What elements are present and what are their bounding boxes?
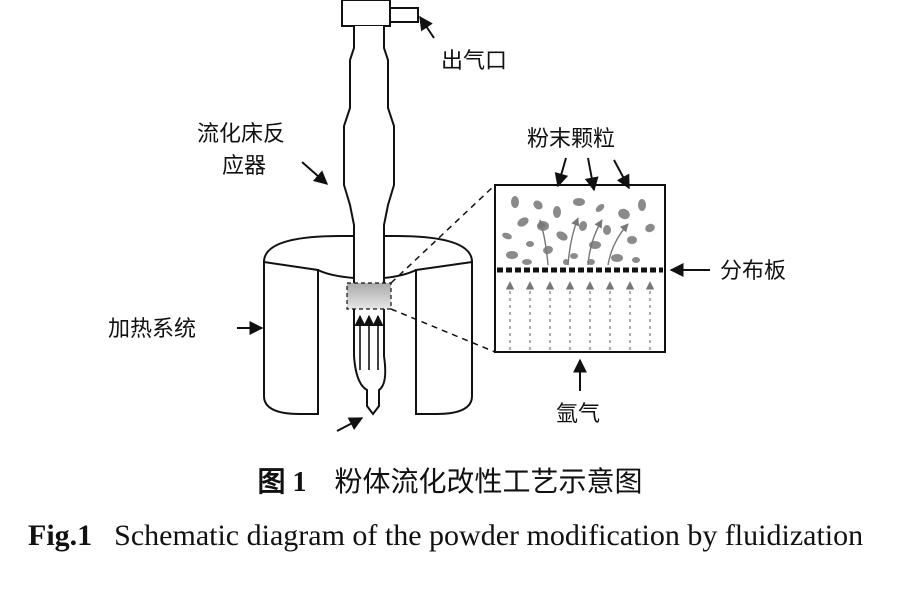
caption-figure-number-en: Fig.1 <box>28 519 93 552</box>
heating-label: 加热系统 <box>108 317 196 342</box>
caption-title-en: Schematic diagram of the powder modifica… <box>114 519 864 552</box>
heating-jacket <box>263 235 473 415</box>
argon-label: 氩气 <box>556 402 600 427</box>
caption-figure-number-cn: 图 1 <box>257 467 307 498</box>
reactor-label-line1: 流化床反 <box>197 122 285 147</box>
particles-label: 粉末颗粒 <box>527 127 615 152</box>
gas-flow-arrows <box>354 314 384 370</box>
reaction-zone <box>346 282 392 310</box>
reactor-column <box>341 0 419 416</box>
gas-inflow-arrows <box>505 281 655 350</box>
zoom-connectors <box>390 184 496 353</box>
reactor-label-line2: 应器 <box>222 154 266 179</box>
fluidization-schematic: 出气口 流化床反 应器 加热系统 粉末颗粒 分布板 氩气 <box>108 0 786 432</box>
figure-caption-chinese: 图 1 粉体流化改性工艺示意图 <box>0 460 900 500</box>
particle-trajectories <box>538 217 629 266</box>
pointer-arrows <box>237 15 710 432</box>
outlet-label: 出气口 <box>441 49 507 74</box>
distributor-label: 分布板 <box>720 259 786 284</box>
figure-caption-english: Fig.1 Schematic diagram of the powder mod… <box>28 510 886 562</box>
caption-title-cn: 粉体流化改性工艺示意图 <box>334 465 643 498</box>
zoom-detail-box <box>494 184 666 353</box>
